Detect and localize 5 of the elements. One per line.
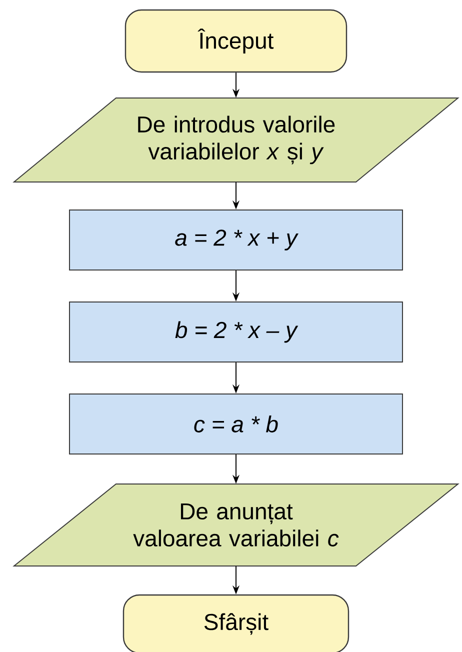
- process-box: a = 2 * x + y: [69, 210, 403, 270]
- terminal-box: Sfârșit: [122, 594, 350, 652]
- process-box: b = 2 * x – y: [69, 302, 403, 362]
- process-box: c = a * b: [69, 394, 403, 454]
- terminal-box: Început: [124, 9, 348, 73]
